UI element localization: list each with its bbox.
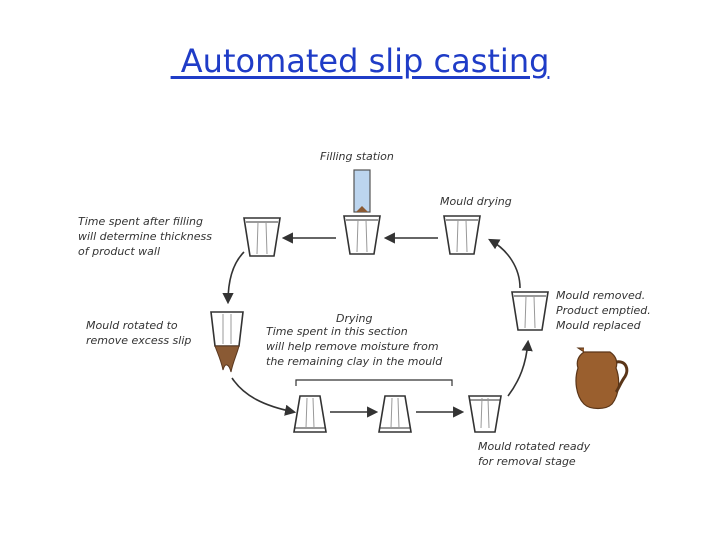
label-mould-rotated-ready: Mould rotated ready for removal stage: [478, 440, 591, 468]
mould-bottom-3: [468, 395, 502, 433]
label-mould-drying: Mould drying: [440, 195, 512, 208]
mould-filling: [343, 215, 381, 255]
label-filling-station: Filling station: [320, 150, 394, 163]
mould-left-top: [243, 217, 281, 257]
label-drying-title: Drying: [336, 312, 373, 325]
slide-title: Automated slip casting: [170, 42, 550, 80]
mould-bottom-1: [293, 395, 327, 433]
filling-pipe: [353, 169, 371, 213]
label-mould-rotated-excess: Mould rotated to remove excess slip: [86, 319, 192, 347]
flow-arrows: [222, 232, 533, 418]
clay-jug-icon: [575, 347, 629, 410]
label-drying-text: Time spent in this section will help rem…: [266, 325, 443, 368]
drying-bracket: [295, 379, 453, 386]
mould-removal: [511, 291, 549, 331]
label-mould-removed: Mould removed. Product emptied. Mould re…: [556, 289, 651, 332]
mould-rotated-excess: [210, 311, 244, 373]
mould-drying-top: [443, 215, 481, 255]
mould-bottom-2: [378, 395, 412, 433]
label-time-spent-after-filling: Time spent after filling will determine …: [78, 215, 212, 258]
